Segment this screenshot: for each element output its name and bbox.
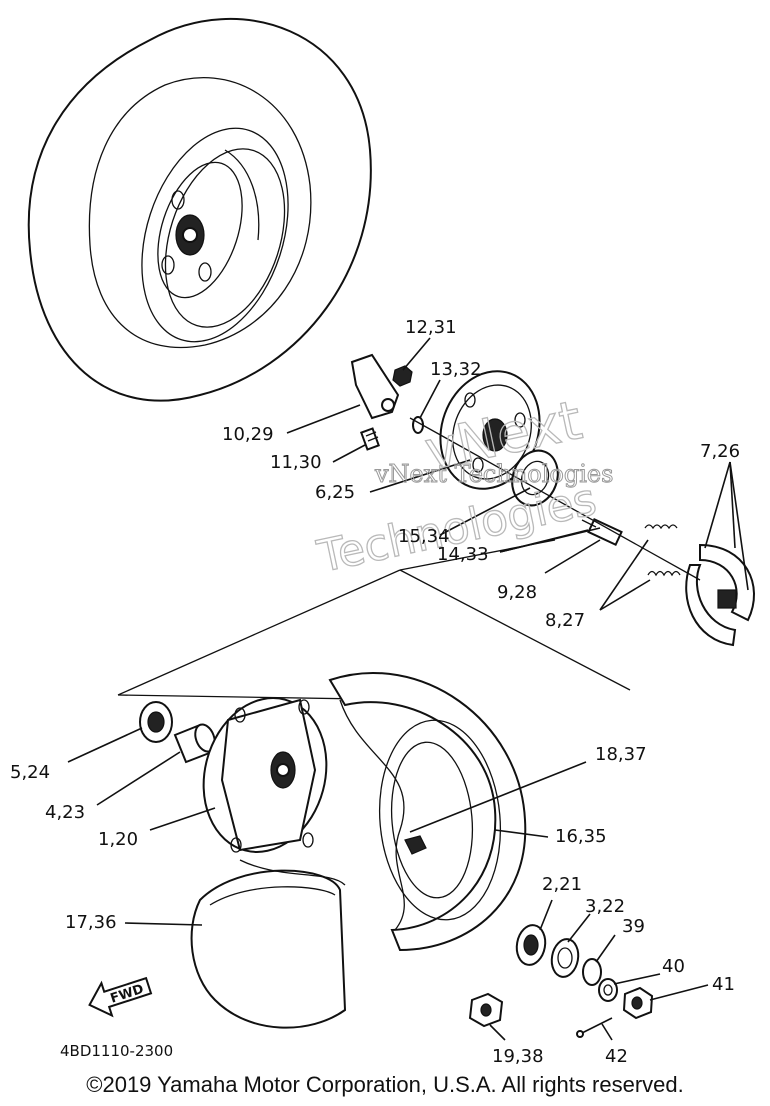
fwd-label: FWD: [109, 982, 146, 1007]
callout-13-32: 13,32: [430, 359, 482, 380]
fwd-arrow: FWD: [88, 976, 153, 1018]
rim-outer-half: [328, 672, 527, 952]
bearing-spacer: [173, 723, 216, 764]
drawing-code: 4BD1110-2300: [60, 1042, 173, 1060]
callout-14-33: 14,33: [437, 544, 489, 565]
rim-inner-half: [190, 859, 347, 1029]
callout-19-38: 19,38: [492, 1046, 544, 1067]
leader-lines: [67, 337, 749, 1041]
callout-15-34: 15,34: [398, 526, 450, 547]
arrow-left-icon: [88, 976, 153, 1018]
wheel-bearing-right: [515, 924, 547, 966]
callout-11-30: 11,30: [270, 452, 322, 473]
callout-17-36: 17,36: [65, 912, 117, 933]
lever-bolt: [360, 427, 380, 451]
brake-spring-upper: [644, 524, 678, 530]
collar: [582, 958, 602, 986]
brake-camshaft-lever: [350, 353, 400, 420]
callout-12-31: 12,31: [405, 317, 457, 338]
callout-16-35: 16,35: [555, 826, 607, 847]
callout-39: 39: [622, 916, 645, 937]
callout-5-24: 5,24: [10, 762, 50, 783]
cotter-pin: [576, 1017, 613, 1038]
callout-40: 40: [662, 956, 685, 977]
rim-bolt: [404, 835, 427, 855]
wheel-bearing-left: [139, 701, 173, 743]
callout-10-29: 10,29: [222, 424, 274, 445]
brake-spring-lower: [647, 570, 681, 577]
callout-2-21: 2,21: [542, 874, 582, 895]
copyright-notice: ©2019 Yamaha Motor Corporation, U.S.A. A…: [86, 1072, 684, 1097]
callout-42: 42: [605, 1046, 628, 1067]
upper-tire-assembly: [27, 18, 372, 402]
callout-9-28: 9,28: [497, 582, 537, 603]
callout-18-37: 18,37: [595, 744, 647, 765]
axle-nut: [622, 986, 654, 1020]
washer: [598, 978, 618, 1002]
callout-41: 41: [712, 974, 735, 995]
brake-shoe-adjuster: [581, 517, 623, 547]
lever-nut: [392, 365, 413, 387]
rim-nut: [468, 992, 504, 1028]
callout-7-26: 7,26: [700, 441, 740, 462]
wheel-hub: [202, 697, 328, 853]
callout-1-20: 1,20: [98, 829, 138, 850]
callout-6-25: 6,25: [315, 482, 355, 503]
callout-8-27: 8,27: [545, 610, 585, 631]
brake-shoe-set: [685, 543, 755, 647]
callout-4-23: 4,23: [45, 802, 85, 823]
oil-seal-right: [550, 938, 580, 978]
brake-drum: [439, 370, 541, 490]
watermark-small: vNext Technologies: [374, 460, 613, 488]
callout-3-22: 3,22: [585, 896, 625, 917]
watermark-large-2: Technologies: [313, 474, 601, 583]
callout-labels: 12,31 13,32 10,29 11,30 6,25 7,26 15,34 …: [10, 317, 740, 1067]
exploded-wheel-diagram: FWD vNext Technologies vNext Technologie…: [10, 18, 755, 1067]
